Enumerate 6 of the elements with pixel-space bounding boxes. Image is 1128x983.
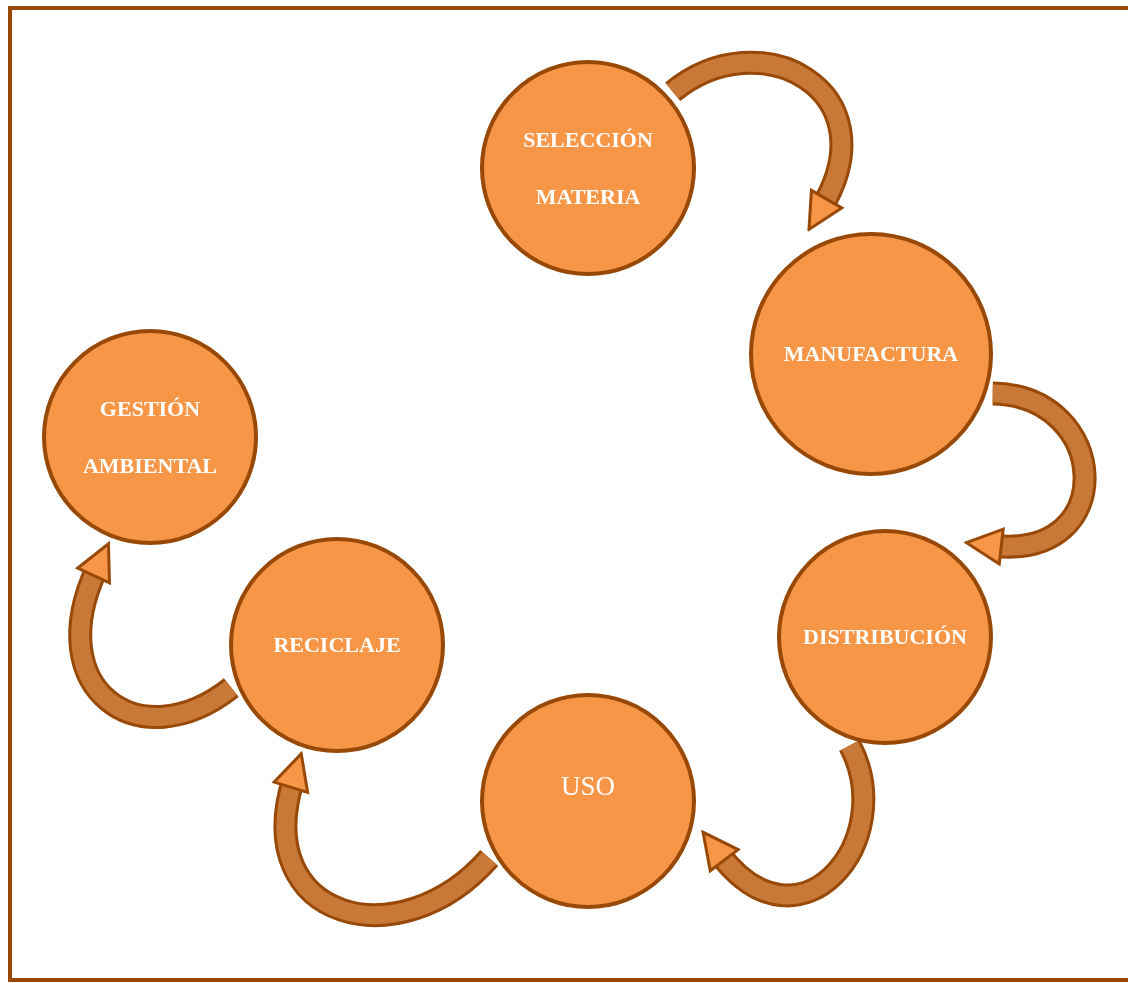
stage-label: RECICLAJE [272,631,402,660]
stage-label: SELECCIÓN MATERIA [522,125,654,211]
stage-label: USO [560,769,616,803]
stage-label: GESTIÓN AMBIENTAL [81,394,219,480]
stage-label: MANUFACTURA [782,340,960,369]
stage-label: DISTRIBUCIÓN [802,623,968,652]
